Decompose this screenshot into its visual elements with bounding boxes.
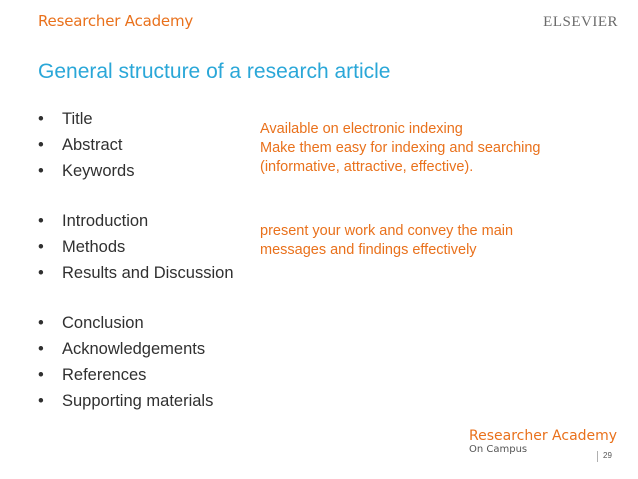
slide-title: General structure of a research article (38, 60, 391, 83)
bullet-group-back-matter: •Conclusion •Acknowledgements •Reference… (38, 310, 213, 414)
list-item: •References (38, 362, 213, 388)
list-item: •Abstract (38, 132, 134, 158)
bullet-icon: • (38, 238, 44, 256)
bullet-icon: • (38, 110, 44, 128)
list-item: •Acknowledgements (38, 336, 213, 362)
page-number-divider (597, 451, 598, 462)
list-item: •Conclusion (38, 310, 213, 336)
bullet-icon: • (38, 392, 44, 410)
list-item: •Introduction (38, 208, 234, 234)
list-item: •Supporting materials (38, 388, 213, 414)
annotation-line: Make them easy for indexing and searchin… (260, 140, 541, 175)
brand-logo-top: Researcher Academy (38, 12, 194, 30)
footer-brand-name: Researcher Academy (469, 428, 618, 444)
bullet-icon: • (38, 340, 44, 358)
bullet-group-front-matter: •Title •Abstract •Keywords (38, 106, 134, 184)
bullet-icon: • (38, 136, 44, 154)
bullet-icon: • (38, 212, 44, 230)
bullet-icon: • (38, 264, 44, 282)
page-number: 29 (603, 451, 612, 460)
list-item: •Title (38, 106, 134, 132)
bullet-icon: • (38, 314, 44, 332)
list-item: •Results and Discussion (38, 260, 234, 286)
publisher-logo: ELSEVIER (543, 14, 618, 30)
annotation-line: present your work and convey the main me… (260, 223, 514, 258)
bullet-icon: • (38, 366, 44, 384)
brand-logo-bottom: Researcher Academy On Campus (469, 428, 617, 456)
annotation-line: Available on electronic indexing (260, 121, 463, 137)
annotation-front-matter: Available on electronic indexing Make th… (260, 120, 560, 177)
footer-brand-subtitle: On Campus (469, 444, 528, 455)
bullet-icon: • (38, 162, 44, 180)
bullet-group-body: •Introduction •Methods •Results and Disc… (38, 208, 234, 286)
list-item: •Keywords (38, 158, 134, 184)
list-item: •Methods (38, 234, 234, 260)
annotation-body: present your work and convey the main me… (260, 222, 560, 260)
